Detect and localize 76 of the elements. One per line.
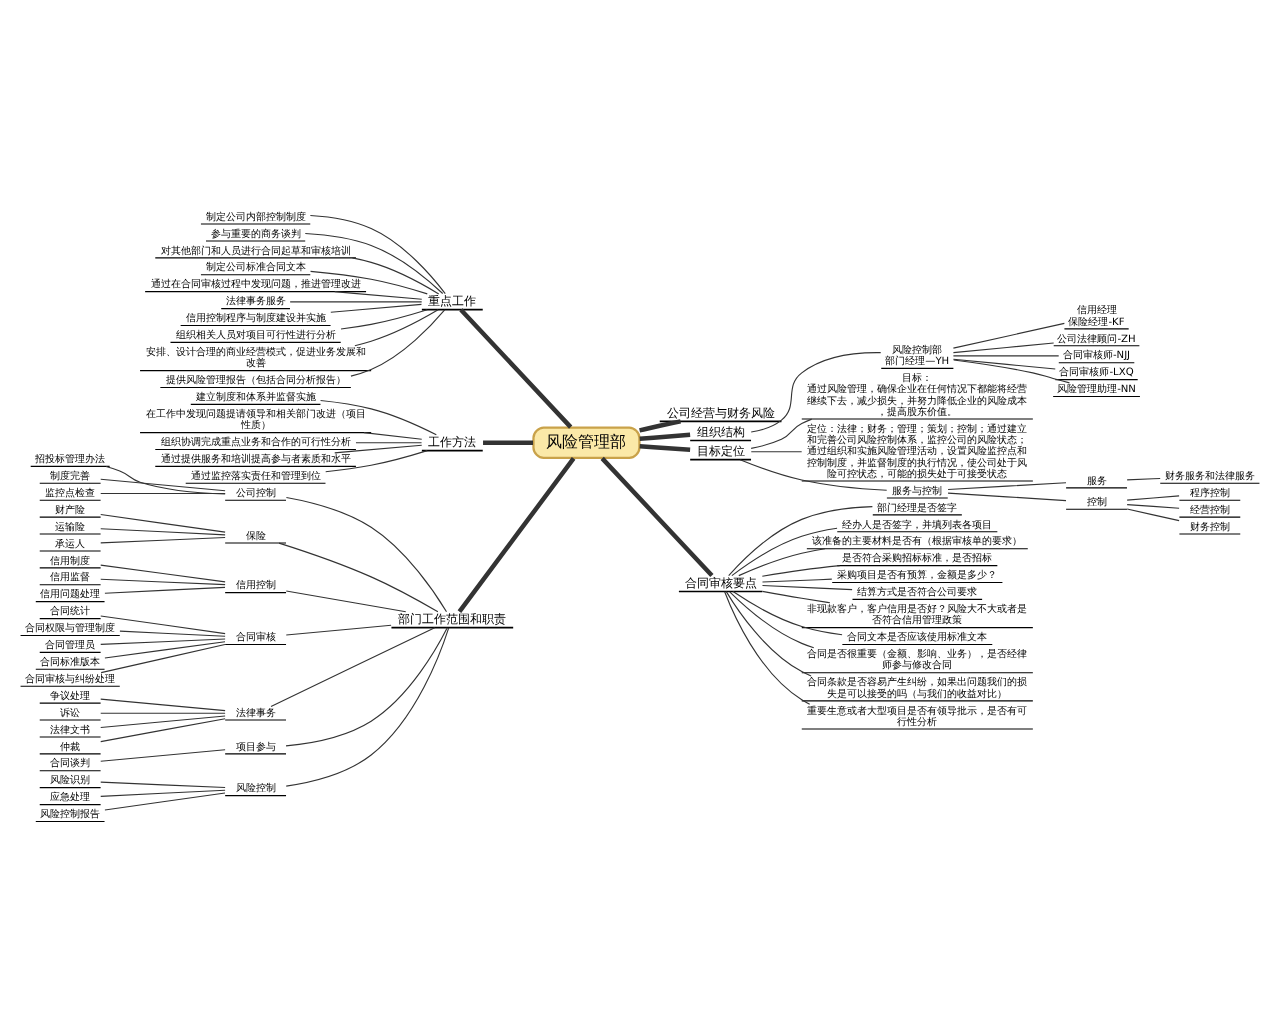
connector xyxy=(459,308,573,429)
connector xyxy=(600,456,714,578)
connector xyxy=(731,527,838,577)
connector xyxy=(325,450,428,473)
connector xyxy=(100,789,226,797)
connector xyxy=(100,712,226,714)
connector xyxy=(330,303,423,313)
connector xyxy=(639,432,691,441)
connector xyxy=(729,591,815,649)
connector xyxy=(1126,504,1180,509)
connector xyxy=(1126,495,1180,501)
connector xyxy=(738,548,826,577)
connector xyxy=(952,342,1055,354)
connector xyxy=(953,359,1071,384)
connector xyxy=(100,698,226,712)
connector xyxy=(119,630,226,637)
connector xyxy=(750,451,803,453)
connector xyxy=(725,591,812,677)
connector xyxy=(739,459,888,491)
connector xyxy=(289,301,423,303)
connector xyxy=(1126,508,1180,522)
connector xyxy=(100,537,226,544)
connector xyxy=(952,355,1060,357)
connector xyxy=(100,781,226,789)
connector xyxy=(100,718,226,743)
connector xyxy=(351,257,440,295)
connector xyxy=(320,399,437,436)
connector xyxy=(750,418,813,449)
connector xyxy=(952,322,1065,349)
connector xyxy=(100,564,226,583)
connector xyxy=(285,624,392,636)
connector xyxy=(483,440,533,445)
connector xyxy=(104,792,226,811)
connector xyxy=(100,638,226,645)
connector xyxy=(639,419,682,433)
connector xyxy=(310,270,428,295)
connector xyxy=(278,542,439,613)
connector xyxy=(304,232,444,295)
connector xyxy=(947,482,1067,491)
connector xyxy=(952,358,1056,370)
connector xyxy=(285,496,448,613)
connector xyxy=(100,478,226,492)
connector xyxy=(354,309,439,347)
connector xyxy=(724,591,811,705)
connector xyxy=(100,715,226,729)
connector xyxy=(761,584,853,591)
connector xyxy=(363,432,423,440)
connector xyxy=(100,615,226,635)
connector xyxy=(100,643,226,674)
connector xyxy=(728,506,873,577)
connector xyxy=(100,528,226,536)
connector xyxy=(355,442,423,444)
connector xyxy=(104,586,226,594)
connector xyxy=(104,641,226,659)
connector xyxy=(1126,477,1161,481)
connector xyxy=(100,492,226,494)
connector xyxy=(639,444,691,452)
connector xyxy=(457,457,576,613)
connector xyxy=(334,444,423,454)
connector xyxy=(100,513,226,533)
connector xyxy=(340,309,428,330)
connector xyxy=(309,215,446,295)
connector xyxy=(732,591,843,636)
connector xyxy=(761,578,833,583)
connector xyxy=(350,309,446,377)
connector xyxy=(100,578,226,586)
connector xyxy=(750,352,882,433)
connector xyxy=(947,492,1067,502)
connector xyxy=(761,590,831,604)
connector xyxy=(761,565,841,577)
connector xyxy=(285,627,448,747)
connector xyxy=(334,291,423,300)
connector xyxy=(285,590,407,613)
connector xyxy=(100,749,226,762)
connector xyxy=(270,627,436,707)
connector xyxy=(285,627,450,787)
